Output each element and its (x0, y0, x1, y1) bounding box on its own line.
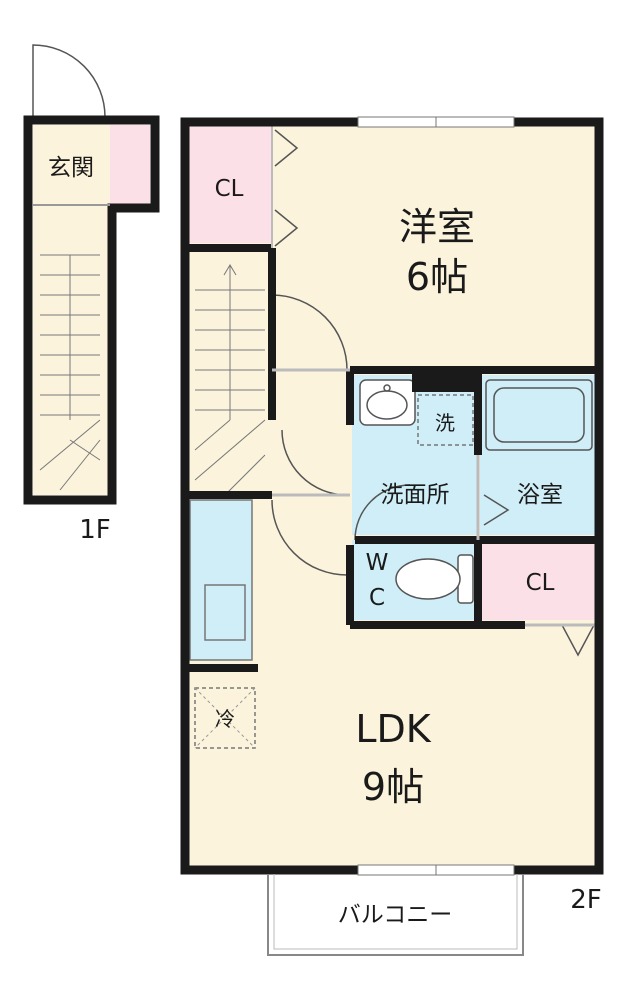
fridge-space (194, 687, 256, 749)
bathtub (485, 379, 593, 451)
ldk-label: LDK (355, 707, 431, 751)
stair-1f-treads (39, 254, 101, 491)
washer-space (417, 394, 474, 446)
western-room-size: 6帖 (406, 255, 468, 299)
entrance-door-swing (32, 44, 106, 120)
window-top (357, 116, 515, 128)
closet-lower-label: CL (526, 570, 555, 596)
washroom-label: 洗面所 (381, 482, 450, 508)
closet-door-lower (561, 624, 595, 657)
bath-door (483, 494, 510, 526)
walls-1f (23, 115, 160, 505)
floor-2: CL 洋室 6帖 洗 洗面所 浴室 W C CL 冷 LDK 9帖 バルコニー … (180, 116, 604, 956)
western-room-label: 洋室 (399, 205, 475, 249)
floor-1: 玄関 1F (23, 44, 160, 545)
fridge-label: 冷 (215, 707, 235, 731)
floor-2-label: 2F (570, 885, 602, 915)
toilet (395, 554, 474, 604)
door-swing-western (271, 294, 348, 371)
balcony-label: バルコニー (338, 902, 453, 928)
washbasin (359, 379, 416, 426)
entrance-step (110, 125, 150, 205)
toilet-label-w: W (366, 550, 389, 576)
ldk-size: 9帖 (362, 765, 424, 809)
closet-door-upper-1 (274, 129, 299, 167)
balcony-outline (267, 874, 524, 956)
door-swing-wash (354, 484, 411, 541)
closet-lower-area (480, 540, 597, 620)
closet-upper-area (187, 125, 272, 243)
closet-upper-label: CL (215, 176, 244, 202)
kitchen-counter (189, 499, 253, 661)
bathroom-area (480, 375, 597, 535)
stair-2f-treads (194, 264, 266, 496)
door-swing-ldk (271, 499, 348, 576)
entrance-label: 玄関 (48, 155, 94, 181)
bathroom-label: 浴室 (517, 482, 563, 508)
floor-1-label: 1F (79, 515, 111, 545)
window-bottom (357, 864, 515, 876)
washer-label: 洗 (435, 411, 455, 435)
entrance-floor (33, 125, 113, 205)
washroom-wall-block (412, 370, 478, 392)
toilet-label-c: C (369, 585, 385, 611)
kitchen-sink (204, 584, 246, 641)
closet-door-upper-2 (274, 209, 299, 247)
